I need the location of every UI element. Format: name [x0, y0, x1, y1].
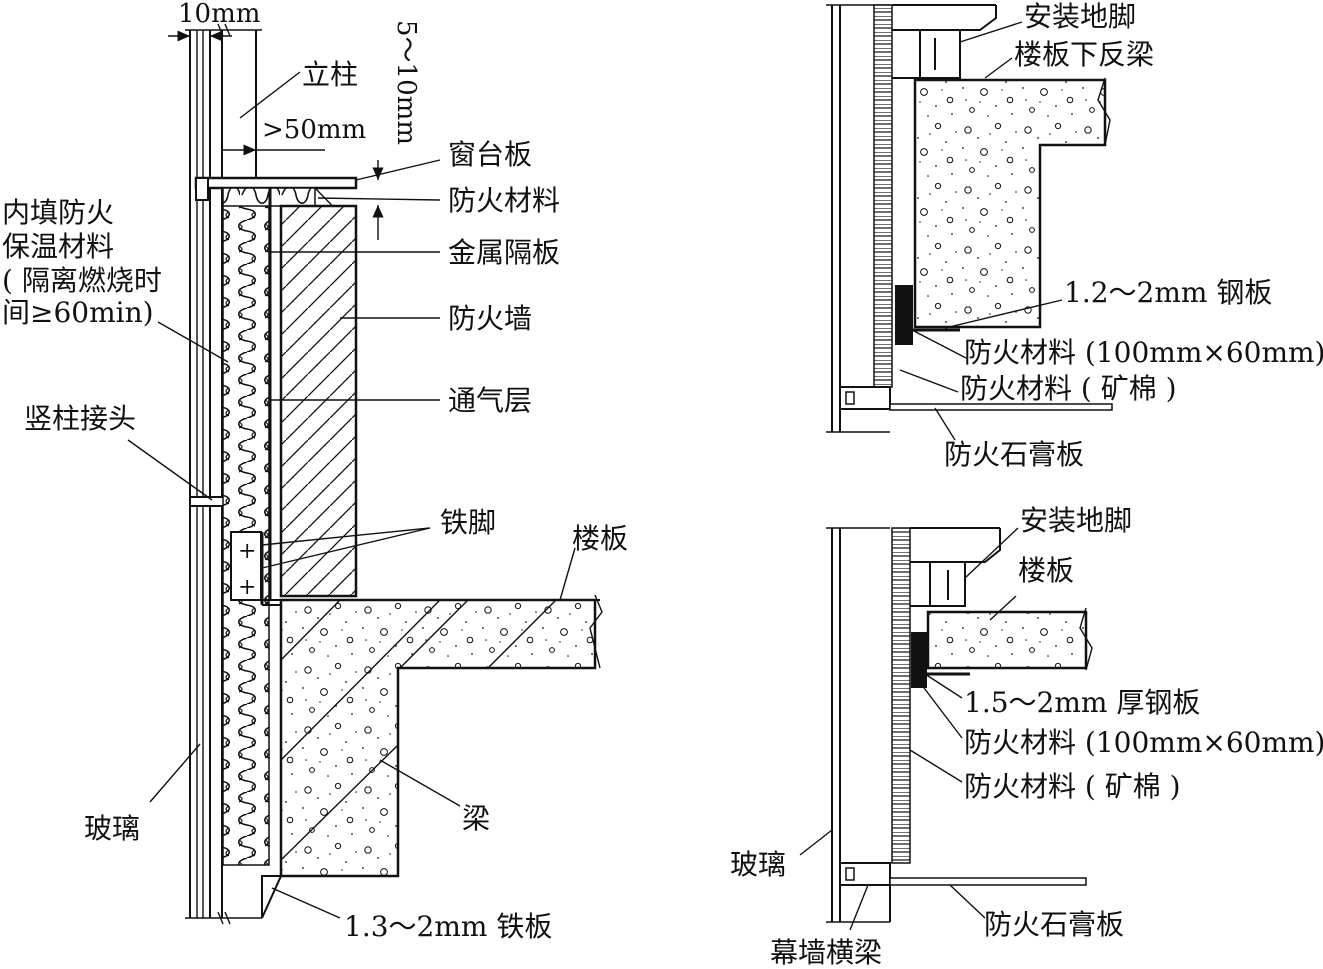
floor-slab-beam	[279, 598, 597, 878]
label-infill-line3: ( 隔离燃烧时	[2, 264, 162, 297]
svg-text:+: +	[238, 575, 256, 600]
top-label-upturn-beam: 楼板下反梁	[1014, 38, 1154, 71]
dim-50mm-label: >50mm	[262, 115, 366, 145]
bottom-hatched-backing	[891, 527, 911, 864]
label-infill-line1: 内填防火	[2, 196, 114, 229]
top-label-steel-plate: 1.2～2mm 钢板	[1064, 276, 1272, 309]
fire-wall	[279, 204, 358, 598]
label-floor-slab: 楼板	[572, 522, 628, 555]
bottom-floor-slab	[926, 610, 1088, 670]
label-iron-plate: 1.3～2mm 铁板	[344, 910, 552, 943]
top-label-anchor: 安装地脚	[1024, 0, 1136, 33]
bottom-label-fire-material-wool: 防火材料 ( 矿棉 )	[964, 770, 1181, 803]
bottom-label-glass: 玻璃	[730, 848, 786, 881]
top-label-gypsum-board: 防火石膏板	[944, 438, 1084, 471]
label-fire-wall: 防火墙	[448, 302, 532, 335]
bottom-right-section-detail: 安装地脚 楼板 1.5～2mm 厚钢板 防火材料 (100mm×60mm) 防火…	[730, 504, 1323, 969]
glass-panel	[189, 30, 211, 918]
bottom-label-transom: 幕墙横梁	[770, 936, 882, 969]
slab-diagonal-lines	[280, 599, 557, 861]
top-anchor	[892, 5, 997, 79]
iron-foot-bracket	[230, 531, 262, 601]
bottom-label-fire-material-size: 防火材料 (100mm×60mm)	[964, 726, 1323, 759]
label-glass: 玻璃	[84, 812, 140, 845]
top-right-section-detail: 安装地脚 楼板下反梁 1.2～2mm 钢板 防火材料 (100mm×60mm) …	[826, 0, 1323, 471]
top-gypsum-board	[889, 403, 1113, 411]
top-label-fire-material-wool: 防火材料 ( 矿棉 )	[960, 372, 1177, 405]
dimension-10mm: 10mm	[168, 0, 260, 42]
bottom-iron-plate	[261, 875, 283, 919]
bottom-anchor	[910, 528, 1001, 607]
bottom-steel-plate	[911, 632, 927, 688]
label-column-joint: 竖柱接头	[24, 402, 136, 435]
label-air-layer: 通气层	[448, 384, 532, 417]
top-steel-plate	[895, 285, 913, 345]
label-beam: 梁	[462, 802, 490, 835]
top-label-fire-material-size: 防火材料 (100mm×60mm)	[964, 336, 1323, 369]
label-metal-partition: 金属隔板	[448, 236, 560, 269]
label-infill-line2: 保温材料	[2, 230, 114, 263]
dimension-5-10mm: 5～10mm	[372, 20, 421, 240]
left-leader-lines	[127, 71, 576, 919]
top-hatched-backing	[873, 4, 893, 388]
dimension-50mm: >50mm	[222, 115, 366, 156]
top-right-leader-lines	[899, 21, 1063, 441]
bottom-label-anchor: 安装地脚	[1020, 504, 1132, 537]
dim-10mm-label: 10mm	[178, 0, 260, 29]
label-sill-board: 窗台板	[448, 138, 532, 171]
sill-board	[194, 176, 358, 190]
bottom-label-steel-plate: 1.5～2mm 厚钢板	[964, 686, 1200, 719]
label-fire-material: 防火材料	[448, 184, 560, 217]
label-column: 立柱	[302, 58, 358, 91]
left-section-detail: + + 10mm >50mm	[2, 0, 628, 943]
dim-5-10mm-label: 5～10mm	[391, 20, 421, 145]
bottom-label-floor-slab: 楼板	[1018, 554, 1074, 587]
label-iron-foot: 铁脚	[440, 506, 496, 539]
bottom-right-leader-lines	[799, 527, 1019, 931]
bottom-gypsum-board	[889, 877, 1087, 886]
svg-text:+: +	[238, 539, 256, 564]
bottom-label-gypsum-board: 防火石膏板	[984, 908, 1124, 941]
label-infill-line4: 间≥60min)	[2, 296, 154, 329]
